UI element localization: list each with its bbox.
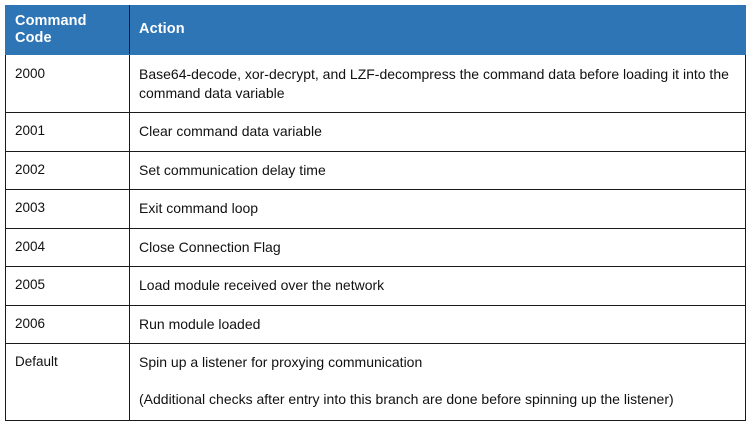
- action-paragraph: Exit command loop: [139, 200, 259, 217]
- cell-action: Exit command loop: [129, 189, 746, 229]
- table-header: Command Code Action: [5, 4, 746, 56]
- table-row: 2000 Base64-decode, xor-decrypt, and LZF…: [5, 54, 746, 114]
- cell-action: Spin up a listener for proxying communic…: [129, 343, 746, 421]
- cell-command-code: 2000: [5, 54, 130, 114]
- cell-action: Base64-decode, xor-decrypt, and LZF-deco…: [129, 54, 746, 114]
- table-row: 2003 Exit command loop: [5, 189, 746, 229]
- cell-action: Close Connection Flag: [129, 227, 746, 268]
- table-row: Default Spin up a listener for proxying …: [5, 343, 746, 421]
- action-paragraph-note: (Additional checks after entry into this…: [139, 390, 674, 407]
- table-row: 2004 Close Connection Flag: [5, 227, 746, 268]
- table-header-row: Command Code Action: [5, 4, 746, 56]
- action-paragraph: Close Connection Flag: [139, 238, 281, 255]
- action-paragraph: Base64-decode, xor-decrypt, and LZF-deco…: [139, 66, 729, 101]
- cell-command-code: 2006: [5, 304, 130, 345]
- action-paragraph: Clear command data variable: [139, 123, 322, 140]
- table-row: 2006 Run module loaded: [5, 304, 746, 345]
- table-row: 2005 Load module received over the netwo…: [5, 266, 746, 306]
- column-header-command-code: Command Code: [5, 4, 130, 56]
- action-paragraph: Set communication delay time: [139, 161, 326, 178]
- table-row: 2001 Clear command data variable: [5, 112, 746, 152]
- cell-action: Set communication delay time: [129, 150, 746, 191]
- action-paragraph: Spin up a listener for proxying communic…: [139, 354, 423, 371]
- cell-command-code: 2003: [5, 189, 130, 229]
- column-header-action: Action: [129, 4, 746, 56]
- cell-command-code: 2005: [5, 266, 130, 306]
- cell-command-code: 2004: [5, 227, 130, 268]
- command-code-table: Command Code Action 2000 Base64-decode, …: [5, 4, 746, 421]
- cell-action: Load module received over the network: [129, 266, 746, 306]
- cell-action: Run module loaded: [129, 304, 746, 345]
- cell-command-code: 2001: [5, 112, 130, 152]
- action-paragraph: Run module loaded: [139, 315, 261, 332]
- action-paragraph: Load module received over the network: [139, 277, 385, 294]
- cell-command-code: Default: [5, 343, 130, 421]
- table-body: 2000 Base64-decode, xor-decrypt, and LZF…: [5, 54, 746, 421]
- table-row: 2002 Set communication delay time: [5, 150, 746, 191]
- cell-command-code: 2002: [5, 150, 130, 191]
- cell-action: Clear command data variable: [129, 112, 746, 152]
